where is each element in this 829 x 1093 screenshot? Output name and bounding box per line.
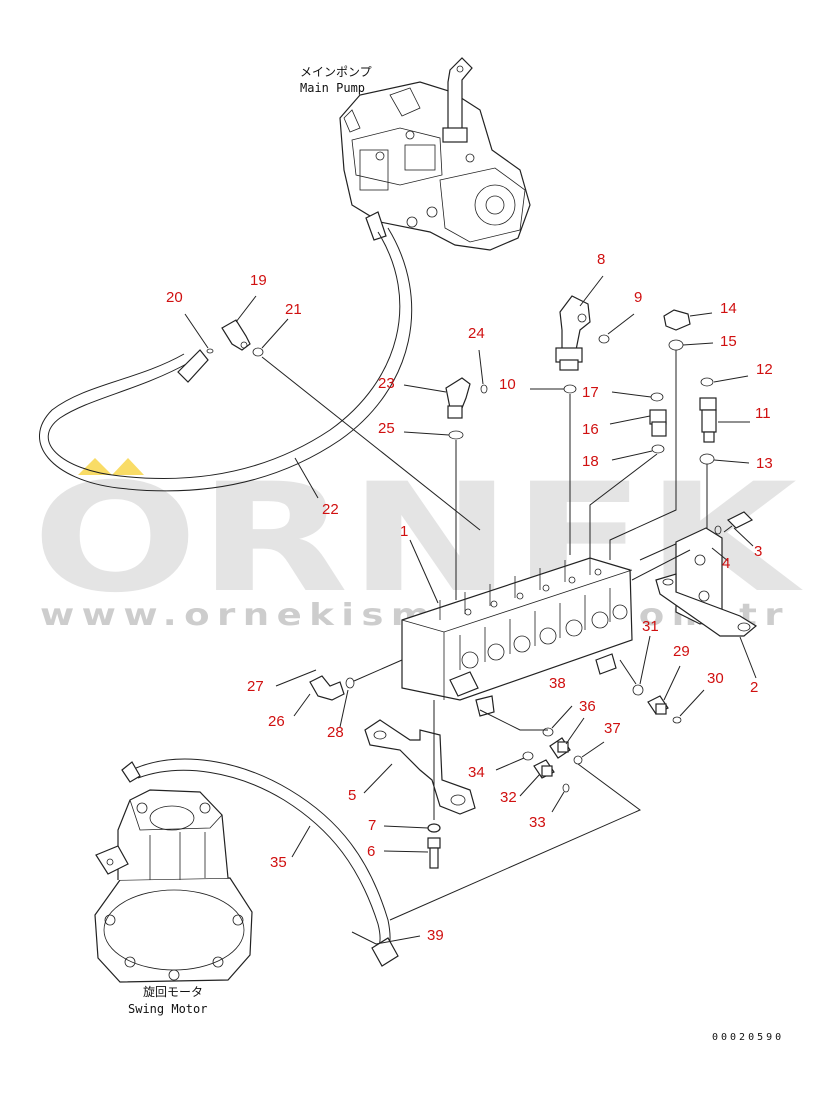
elbow-fitting-26: [309, 675, 345, 701]
callout-7: 7: [368, 817, 376, 834]
adapter-16: [649, 409, 667, 437]
callout-22: 22: [322, 501, 339, 518]
swing-motor-caption-jp: 旋回モータ: [143, 985, 203, 999]
control-valve-1: [401, 556, 633, 717]
callout-24: 24: [468, 325, 485, 342]
callout-15: 15: [720, 333, 737, 350]
o-ring-24: [480, 384, 488, 394]
callout-28: 28: [327, 724, 344, 741]
leader-4-connect: [631, 549, 691, 581]
bolt-6: [427, 837, 441, 869]
callout-30: 30: [707, 670, 724, 687]
o-ring-31: [632, 684, 644, 696]
callout-32: 32: [500, 789, 517, 806]
fitting-32: [533, 759, 555, 779]
callout-29: 29: [673, 643, 690, 660]
part-20-shape: [206, 348, 214, 354]
hose-22: [39, 227, 413, 492]
o-ring-34: [522, 751, 534, 761]
main-pump-illustration: [339, 57, 531, 251]
callout-1: 1: [400, 523, 408, 540]
main-pump-caption-en: Main Pump: [300, 81, 365, 95]
callout-13: 13: [756, 455, 773, 472]
elbow-fitting-23: [445, 377, 471, 419]
callout-17: 17: [582, 384, 599, 401]
swing-motor-caption-en: Swing Motor: [128, 1002, 207, 1016]
leader-38-valve: [479, 709, 548, 731]
washer-7: [427, 823, 441, 833]
callout-39: 39: [427, 927, 444, 944]
callout-3: 3: [754, 543, 762, 560]
o-ring-28: [345, 677, 355, 689]
leader-39: [351, 931, 421, 945]
callout-25: 25: [378, 420, 395, 437]
hose-35: [135, 758, 399, 967]
o-ring-30: [672, 716, 682, 724]
o-ring-12: [700, 377, 714, 387]
leader-28-valve: [353, 659, 403, 682]
callout-14: 14: [720, 300, 737, 317]
callout-8: 8: [597, 251, 605, 268]
callout-18: 18: [582, 453, 599, 470]
leader-27: [275, 669, 317, 687]
bracket-4: [655, 527, 758, 637]
o-ring-38: [542, 727, 554, 737]
callout-19: 19: [250, 272, 267, 289]
callout-31: 31: [642, 618, 659, 635]
callout-10: 10: [499, 376, 516, 393]
bracket-5: [364, 719, 476, 815]
swing-motor-illustration: [94, 761, 253, 983]
leader-31-valve: [619, 659, 637, 685]
fitting-36: [549, 737, 571, 759]
main-pump-caption-jp: メインポンプ: [300, 65, 372, 79]
plug-14: [663, 309, 691, 331]
bolt-3: [714, 511, 754, 535]
callout-33: 33: [529, 814, 546, 831]
callout-11: 11: [755, 405, 771, 422]
elbow-fitting-8: [555, 295, 591, 371]
o-ring-33: [562, 783, 570, 793]
watermark-accent-right: [112, 458, 144, 475]
callout-6: 6: [367, 843, 375, 860]
o-ring-17: [563, 384, 577, 394]
leader-1: [409, 539, 439, 604]
callout-4: 4: [722, 555, 730, 572]
o-ring-25: [448, 430, 464, 440]
callout-37: 37: [604, 720, 621, 737]
o-ring-9: [598, 334, 610, 344]
document-number: 00020590: [712, 1032, 784, 1043]
callout-20: 20: [166, 289, 183, 306]
fitting-29: [647, 695, 669, 715]
callout-27: 27: [247, 678, 264, 695]
adapter-11: [699, 397, 717, 443]
callout-36: 36: [579, 698, 596, 715]
watermark-accent-left: [78, 458, 112, 475]
callout-23: 23: [378, 375, 395, 392]
o-ring-37: [573, 755, 583, 765]
o-ring-21: [252, 347, 264, 357]
o-ring-15: [668, 339, 684, 351]
callout-16: 16: [582, 421, 599, 438]
leader-2: [739, 636, 757, 679]
callout-35: 35: [270, 854, 287, 871]
callout-26: 26: [268, 713, 285, 730]
leader-lines-top: [261, 350, 708, 600]
leader-lower-hose: [389, 763, 641, 921]
callout-21: 21: [285, 301, 302, 318]
callout-12: 12: [756, 361, 773, 378]
callout-labels: 1 2 3 4 5 6 7 8 9 10 11 12 13 14 15 16 1…: [166, 251, 773, 944]
callout-5: 5: [348, 787, 356, 804]
o-ring-17b: [650, 392, 664, 402]
callout-2: 2: [750, 679, 758, 696]
callout-38: 38: [549, 675, 566, 692]
o-ring-18: [651, 444, 665, 454]
callout-leaders: [184, 275, 754, 858]
callout-9: 9: [634, 289, 642, 306]
callout-34: 34: [468, 764, 485, 781]
fitting-19: [221, 319, 251, 351]
